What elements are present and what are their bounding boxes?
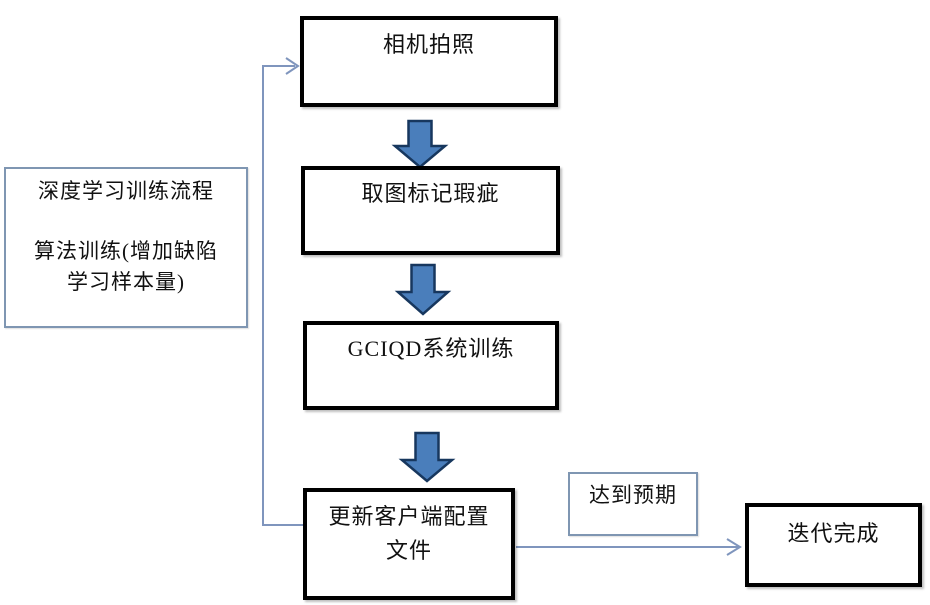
down-arrow-2-icon bbox=[394, 263, 452, 316]
down-arrow-3-icon bbox=[398, 431, 456, 483]
node-update-client-config: 更新客户端配置 文件 bbox=[303, 488, 515, 600]
process-note-line: 学习样本量) bbox=[67, 270, 185, 294]
result-arrowhead-icon bbox=[726, 538, 742, 556]
condition-label: 达到预期 bbox=[589, 483, 677, 507]
process-note-line: 算法训练(增加缺陷 bbox=[34, 239, 218, 263]
node-mark-defects: 取图标记瑕疵 bbox=[301, 166, 560, 255]
feedback-connector bbox=[262, 57, 306, 526]
node-label: 取图标记瑕疵 bbox=[361, 181, 500, 206]
down-arrow-1-icon bbox=[391, 119, 449, 169]
node-label: 更新客户端配置 bbox=[328, 504, 490, 529]
node-camera-capture: 相机拍照 bbox=[300, 16, 558, 107]
node-label: 文件 bbox=[385, 538, 432, 563]
process-note-line: 深度学习训练流程 bbox=[38, 179, 214, 203]
node-label: 相机拍照 bbox=[382, 32, 475, 57]
node-iteration-done: 迭代完成 bbox=[745, 503, 922, 587]
node-gciqd-training: GCIQD系统训练 bbox=[303, 321, 559, 410]
node-label: GCIQD系统训练 bbox=[347, 336, 515, 361]
node-label: 迭代完成 bbox=[787, 521, 880, 546]
feedback-arrowhead-icon bbox=[285, 57, 300, 75]
process-note-box: 深度学习训练流程 算法训练(增加缺陷 学习样本量) bbox=[4, 167, 248, 328]
result-connector bbox=[516, 538, 742, 556]
condition-reach-expectation: 达到预期 bbox=[568, 472, 698, 536]
